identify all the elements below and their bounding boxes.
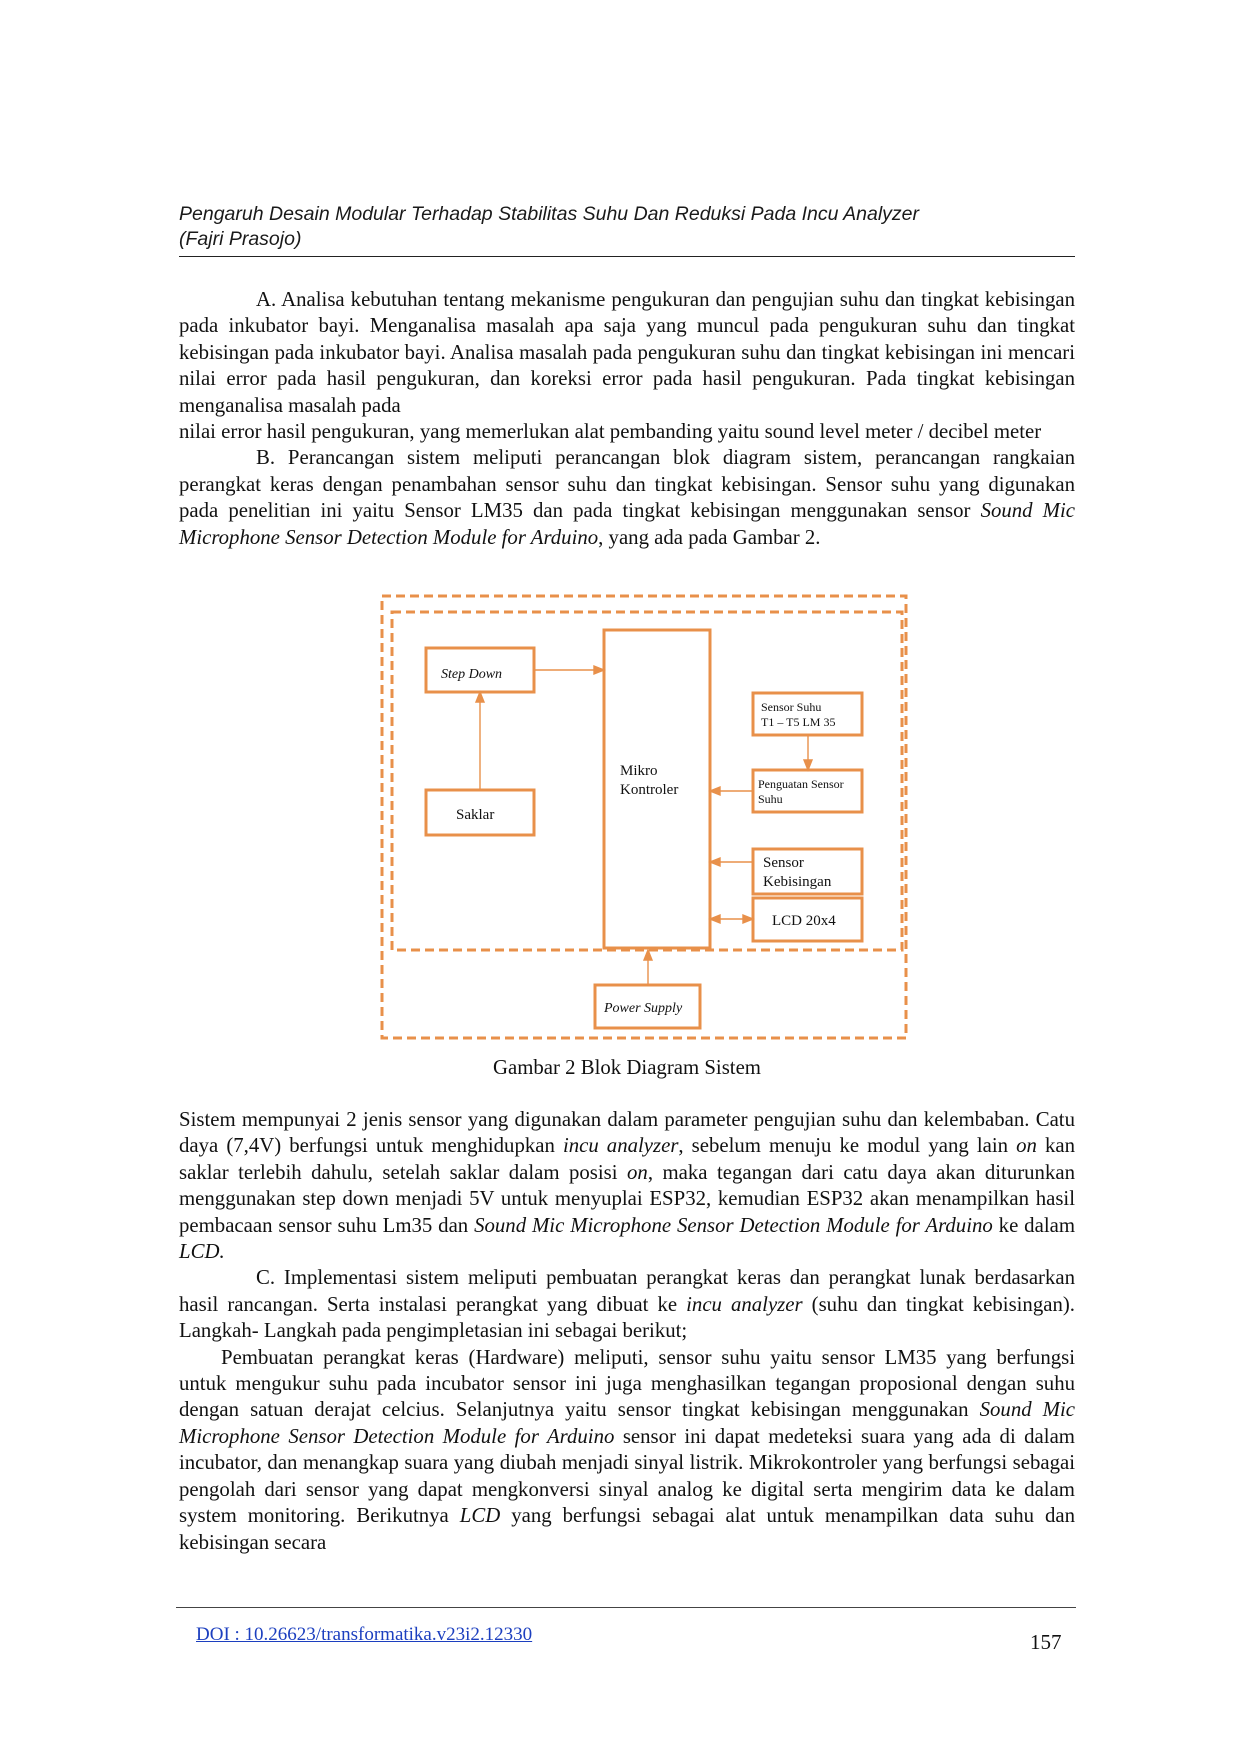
inner-dashed-border: [390, 610, 904, 952]
body-text-bottom: Sistem mempunyai 2 jenis sensor yang dig…: [179, 1107, 1075, 1556]
paragraph-a: A. Analisa kebutuhan tentang mekanisme p…: [179, 288, 1075, 417]
sensor-suhu-label-line2: T1 – T5 LM 35: [761, 715, 835, 729]
penguatan-label-line1: Penguatan Sensor: [758, 777, 844, 791]
page-number: 157: [1030, 1630, 1062, 1654]
mikro-label-line2: Kontroler: [620, 782, 678, 798]
paragraph-pembuatan: Pembuatan perangkat keras (Hardware) mel…: [179, 1345, 1076, 1554]
running-header: Pengaruh Desain Modular Terhadap Stabili…: [179, 202, 1074, 252]
saklar-label: Saklar: [456, 807, 494, 823]
figure-caption: Gambar 2 Blok Diagram Sistem: [492, 1056, 761, 1079]
step-down-label: Step Down: [441, 667, 502, 682]
mikrokontroler-block: [602, 628, 712, 950]
block-diagram: Step Down Saklar Mikro Kontroler Sensor …: [380, 594, 908, 1040]
kebisingan-label-line2: Kebisingan: [763, 874, 832, 890]
body-text-top: A. Analisa kebutuhan tentang mekanisme p…: [179, 287, 1075, 551]
paragraph-a-continued: nilai error hasil pengukuran, yang memer…: [179, 420, 1042, 444]
sensor-suhu-label-line1: Sensor Suhu: [761, 700, 821, 714]
paragraph-b: B. Perancangan sistem meliputi perancang…: [179, 446, 1075, 549]
power-supply-label: Power Supply: [603, 1001, 683, 1016]
header-rule: [179, 256, 1075, 257]
kebisingan-block: [751, 847, 864, 896]
doi-link[interactable]: DOI : 10.26623/transformatika.v23i2.1233…: [196, 1624, 533, 1645]
lcd-label: LCD 20x4: [772, 913, 836, 929]
penguatan-label-line2: Suhu: [758, 792, 783, 806]
mikro-label-line1: Mikro: [620, 763, 658, 779]
paragraph-c: C. Implementasi sistem meliputi pembuata…: [179, 1266, 1075, 1343]
header-title: Pengaruh Desain Modular Terhadap Stabili…: [179, 203, 920, 225]
outer-dashed-border: [380, 594, 908, 1040]
kebisingan-label-line1: Sensor: [763, 855, 804, 871]
footer-rule: [176, 1607, 1076, 1608]
paragraph-sistem: Sistem mempunyai 2 jenis sensor yang dig…: [179, 1108, 1075, 1264]
header-author: (Fajri Prasojo): [179, 228, 302, 250]
